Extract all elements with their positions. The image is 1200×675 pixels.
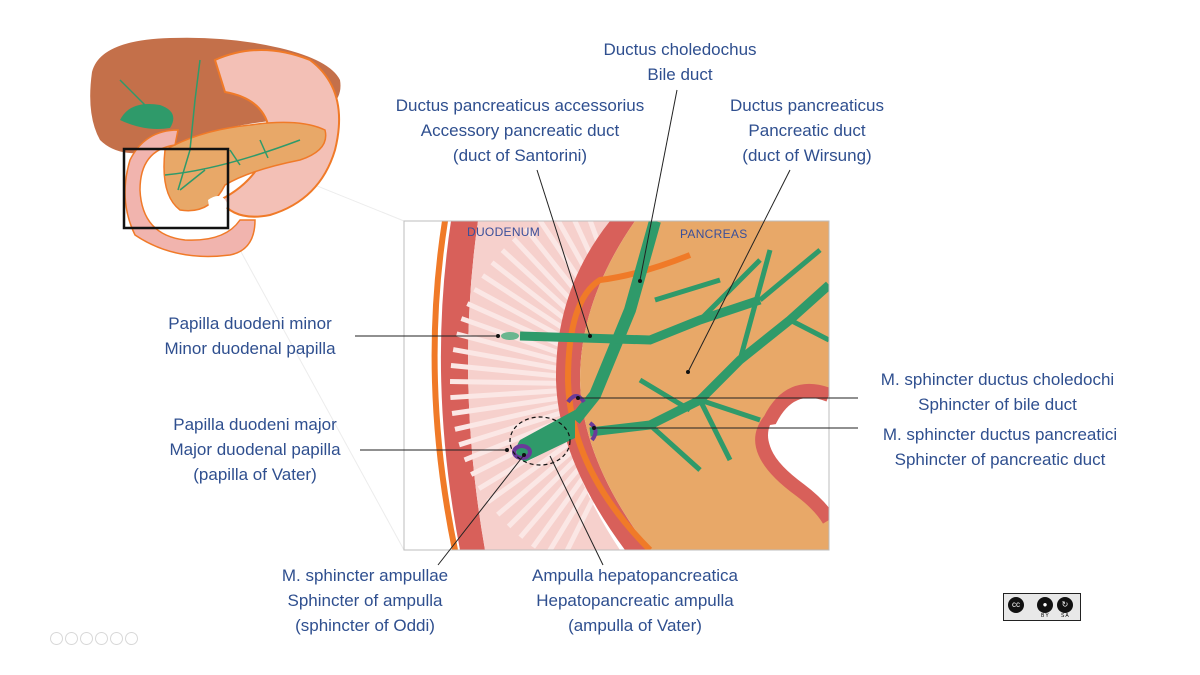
pancreas-tissue [580, 221, 829, 550]
by-icon: ● [1037, 597, 1053, 613]
duodenum-inset-label: DUODENUM [467, 225, 541, 239]
leader-dots [496, 279, 690, 457]
zoom-region-box [122, 147, 230, 230]
mucosal-fold [454, 402, 563, 432]
leader-lines [355, 89, 858, 566]
cc-icon: cc [1008, 597, 1024, 613]
mucosal-fold [506, 446, 589, 529]
by-label: BY [1041, 613, 1050, 619]
mucosal-fold [496, 441, 584, 517]
mucosal-fold [486, 435, 579, 505]
detail-inset [403, 220, 830, 551]
duct-branches [638, 248, 829, 472]
zoom-icon[interactable] [95, 632, 108, 645]
minor-papilla [501, 332, 519, 340]
mucosal-fold [481, 273, 577, 338]
sa-icon: ↻ [1057, 597, 1073, 613]
mucosal-fold [455, 331, 564, 365]
mucosal-fold [450, 388, 561, 401]
duodenum-shape [124, 129, 256, 258]
cc-license-badge[interactable]: cc ● ↻ BY SA [1003, 593, 1081, 621]
pen-icon[interactable] [80, 632, 93, 645]
ampulla-outline [509, 416, 571, 466]
accessory-duct-vessel [519, 295, 762, 345]
pancreatic-duct-vessel [589, 281, 829, 437]
mucosal-fold [452, 347, 562, 372]
more-icon[interactable] [125, 632, 138, 645]
mucosal-fold [450, 362, 561, 379]
slide-toolbar[interactable] [50, 632, 140, 646]
sa-label: SA [1061, 613, 1070, 619]
mucosal-fold [449, 379, 561, 386]
view-icon[interactable] [110, 632, 123, 645]
pancreas-inset-label: PANCREAS [680, 227, 748, 241]
gallbladder-shape [120, 104, 174, 129]
pancreas-shape [163, 121, 327, 212]
mucosal-fold [451, 395, 562, 417]
previous-icon[interactable] [50, 632, 63, 645]
overview-thumbnail [90, 37, 341, 258]
next-icon[interactable] [65, 632, 78, 645]
thumbnail-ducts [119, 59, 301, 191]
